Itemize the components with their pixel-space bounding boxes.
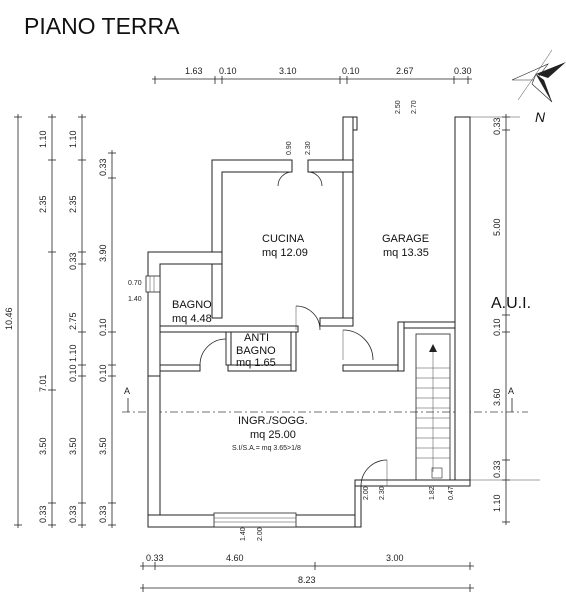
kitchen-door-icon — [277, 171, 323, 187]
dim-door-b-b: 2.30 — [379, 486, 386, 500]
room-cucina-name: CUCINA — [262, 233, 305, 245]
building-walls — [147, 116, 471, 528]
dim-right-0: 0.33 — [492, 117, 502, 135]
dim-left-b-0: 1.10 — [68, 130, 78, 148]
room-antibagno-name1: ANTI — [244, 332, 269, 344]
room-cucina-area: mq 12.09 — [262, 247, 308, 259]
dim-top-2: 3.10 — [279, 66, 297, 76]
dim-left-c-2: 0.10 — [98, 318, 108, 336]
room-ingresso-area: mq 25.00 — [250, 429, 296, 441]
left-dimension-total — [14, 114, 22, 528]
dim-left-c-4: 3.50 — [98, 437, 108, 455]
dim-door-kitchen-b: 2.30 — [305, 141, 312, 155]
dim-total-bottom: 8.23 — [298, 575, 316, 585]
plan-title: PIANO TERRA — [24, 13, 180, 39]
dim-left-c-0: 0.33 — [98, 158, 108, 176]
dim-left-a-1: 2.35 — [38, 195, 48, 213]
dim-bottom-2: 3.00 — [386, 553, 404, 563]
north-label: N — [535, 109, 546, 125]
aui-label: A.U.I. — [491, 295, 531, 312]
left-dimension-b — [78, 114, 86, 528]
dim-stair-b: 0.47 — [448, 486, 455, 500]
dim-left-total: 10.46 — [4, 307, 14, 330]
dim-door-kitchen-a: 0.90 — [286, 141, 293, 155]
dim-entrance-a: 1.40 — [240, 527, 247, 541]
dim-right-4: 0.33 — [492, 460, 502, 478]
dim-top-1: 0.10 — [219, 66, 237, 76]
dim-left-c-5: 0.33 — [98, 505, 108, 523]
dim-window-bagno-a: 0.70 — [128, 280, 142, 287]
room-antibagno-area: mq 1.65 — [236, 357, 276, 369]
door-swings — [199, 305, 388, 487]
dim-left-c-1: 3.90 — [98, 244, 108, 262]
dim-left-b-6: 3.50 — [68, 437, 78, 455]
dim-left-a-4: 0.33 — [38, 505, 48, 523]
room-antibagno-name2: BAGNO — [236, 345, 276, 357]
north-arrow-icon — [511, 49, 566, 103]
dim-stair-a: 1.82 — [429, 486, 436, 500]
dim-left-b-1: 2.35 — [68, 195, 78, 213]
dim-left-b-2: 0.33 — [68, 252, 78, 270]
dim-left-a-3: 3.50 — [38, 437, 48, 455]
dim-left-a-2: 7.01 — [38, 374, 48, 392]
bagno-window-icon — [145, 275, 161, 293]
right-dimension-line — [502, 114, 510, 525]
dim-left-c-3: 0.10 — [98, 364, 108, 382]
dim-right-2: 0.10 — [492, 318, 502, 336]
section-mark-left: A — [124, 386, 130, 396]
room-garage-name: GARAGE — [382, 233, 429, 245]
room-ingresso-name: INGR./SOGG. — [238, 415, 308, 427]
dim-window-bagno-b: 1.40 — [128, 296, 142, 303]
room-bagno-area: mq 4.48 — [172, 313, 212, 325]
dim-door-b-a: 2.00 — [363, 486, 370, 500]
dim-right-1: 5.00 — [492, 218, 502, 236]
dim-left-b-4: 1.10 — [68, 344, 78, 362]
dim-left-b-5: 0.10 — [68, 364, 78, 382]
room-ingresso-note: S.I/S.A.= mq 3.65>1/8 — [232, 445, 301, 452]
left-dimension-a — [48, 114, 56, 528]
room-garage-area: mq 13.35 — [383, 247, 429, 259]
dim-bottom-1: 4.60 — [226, 553, 244, 563]
dim-garage-b: 2.70 — [411, 100, 418, 114]
room-bagno-name: BAGNO — [172, 299, 212, 311]
section-mark-right: A — [508, 386, 514, 396]
entrance-window-icon — [213, 512, 297, 528]
dim-top-4: 2.67 — [396, 66, 414, 76]
dim-left-b-7: 0.33 — [68, 505, 78, 523]
dim-left-b-3: 2.75 — [68, 312, 78, 330]
top-dimension-line — [152, 76, 472, 84]
dim-right-3: 3.60 — [492, 388, 502, 406]
dim-top-5: 0.30 — [454, 66, 472, 76]
dim-left-a-0: 1.10 — [38, 130, 48, 148]
dim-top-0: 1.63 — [185, 66, 203, 76]
dim-top-3: 0.10 — [342, 66, 360, 76]
dim-garage-a: 2.50 — [395, 100, 402, 114]
dim-right-5: 1.10 — [492, 494, 502, 512]
staircase-icon — [415, 333, 451, 481]
dim-bottom-0: 0.33 — [146, 553, 164, 563]
bottom-dimension-line — [140, 562, 474, 592]
dim-entrance-b: 2.00 — [257, 527, 264, 541]
left-dimension-c — [108, 150, 116, 528]
